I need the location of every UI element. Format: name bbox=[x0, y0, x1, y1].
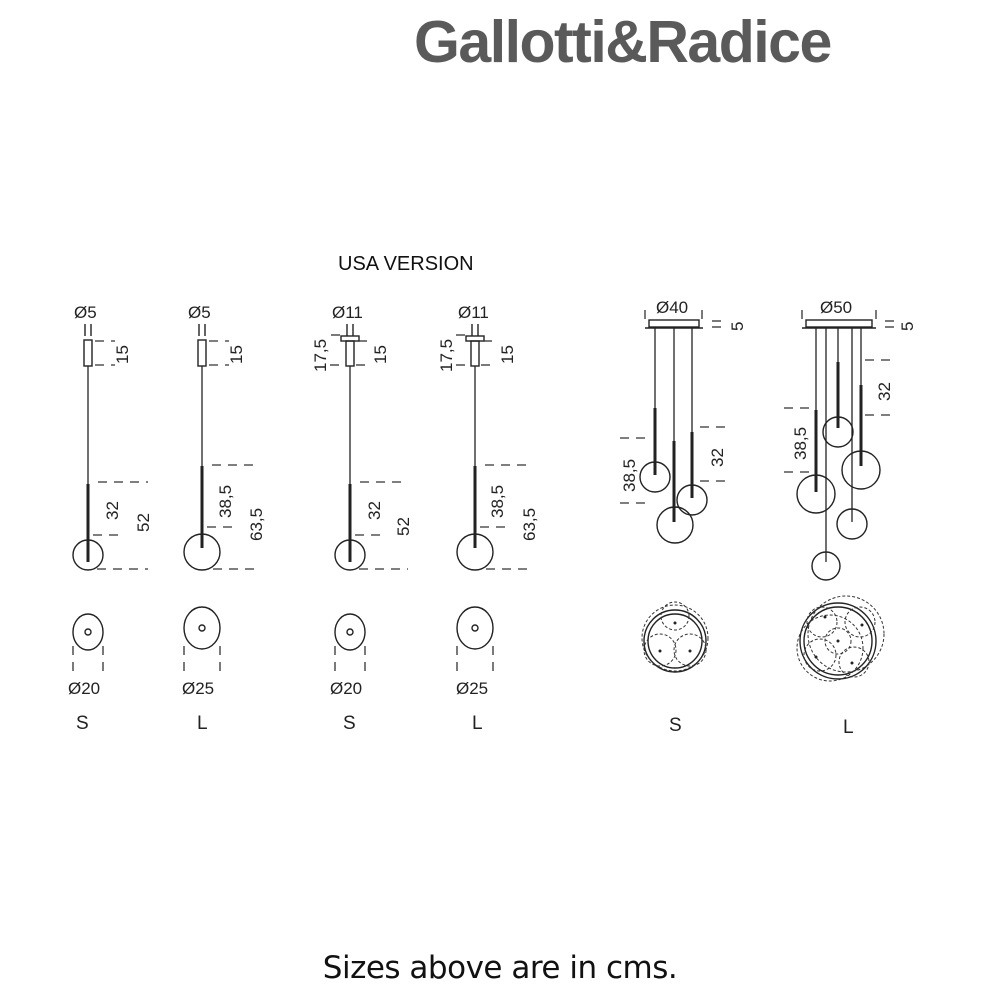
globe bbox=[183, 533, 221, 571]
brand-logo: Gallotti&Radice bbox=[414, 9, 832, 75]
globe-diameter-label: Ø25 bbox=[182, 679, 214, 698]
globe bbox=[456, 533, 494, 571]
globe bbox=[822, 416, 854, 448]
canopy bbox=[470, 340, 480, 367]
size-label: S bbox=[76, 713, 89, 734]
rod-length-label: 38,5 bbox=[791, 427, 810, 460]
canopy-diameter-label: Ø11 bbox=[458, 303, 489, 322]
canopy bbox=[805, 319, 873, 328]
globe bbox=[841, 450, 881, 490]
globe-diameter-label: Ø20 bbox=[330, 679, 362, 698]
canopy-diameter-label: Ø5 bbox=[74, 303, 97, 322]
rod-length-label: 32 bbox=[708, 448, 727, 467]
globe bbox=[639, 461, 671, 493]
canopy-height-label: 15 bbox=[113, 345, 132, 364]
total-height-label: 52 bbox=[394, 517, 413, 536]
rod-length-label: 38,5 bbox=[620, 459, 639, 492]
globe bbox=[811, 551, 841, 581]
canopy bbox=[648, 319, 700, 328]
pendant-l-large-canopy: Ø11 17,5 15 38,5 63,5 Ø25 L bbox=[437, 303, 539, 734]
total-height-label: 63,5 bbox=[520, 508, 539, 541]
size-label: S bbox=[669, 715, 682, 736]
rod-length-label: 38,5 bbox=[488, 485, 507, 518]
pendant-l-small-canopy: Ø5 15 38,5 63,5 Ø25 L bbox=[182, 303, 266, 734]
cluster-l-top-view bbox=[796, 595, 885, 682]
plate bbox=[340, 335, 360, 342]
canopy-height-label: 5 bbox=[898, 322, 917, 331]
total-height-label: 52 bbox=[134, 513, 153, 532]
canopy-height-label: 15 bbox=[498, 345, 517, 364]
canopy-diameter-label: Ø50 bbox=[820, 298, 852, 317]
drawing-title: USA VERSION bbox=[338, 253, 474, 275]
plate-height-label: 17,5 bbox=[437, 339, 456, 372]
canopy bbox=[83, 339, 93, 367]
size-label: S bbox=[343, 713, 356, 734]
pendant-s-large-canopy: Ø11 17,5 15 32 52 Ø20 S bbox=[311, 303, 413, 734]
cluster-l: Ø50 5 38,5 32 L bbox=[784, 298, 917, 738]
size-label: L bbox=[843, 717, 854, 738]
rod-length-label: 32 bbox=[103, 501, 122, 520]
rod-length-label: 32 bbox=[875, 382, 894, 401]
canopy bbox=[197, 339, 207, 367]
rod-length-label: 38,5 bbox=[216, 485, 235, 518]
size-label: L bbox=[472, 713, 483, 734]
canopy-diameter-label: Ø5 bbox=[188, 303, 211, 322]
canopy-height-label: 5 bbox=[728, 322, 747, 331]
canopy bbox=[345, 340, 355, 367]
cluster-s: Ø40 5 38,5 32 S bbox=[620, 298, 747, 736]
canopy-height-label: 15 bbox=[371, 345, 390, 364]
canopy-height-label: 15 bbox=[227, 345, 246, 364]
globe bbox=[796, 474, 836, 514]
rod-length-label: 32 bbox=[365, 501, 384, 520]
globe-diameter-label: Ø20 bbox=[68, 679, 100, 698]
globe bbox=[836, 508, 868, 540]
globe-diameter-label: Ø25 bbox=[456, 679, 488, 698]
cluster-s-top-view bbox=[641, 601, 709, 673]
canopy-diameter-label: Ø40 bbox=[656, 298, 688, 317]
globe bbox=[676, 484, 708, 516]
plate-height-label: 17,5 bbox=[311, 339, 330, 372]
pendant-s-small-canopy: Ø5 15 32 52 Ø20 S bbox=[68, 303, 153, 734]
units-note: Sizes above are in cms. bbox=[322, 950, 678, 986]
globe bbox=[656, 506, 694, 544]
total-height-label: 63,5 bbox=[247, 508, 266, 541]
globe bbox=[334, 539, 366, 571]
size-label: L bbox=[197, 713, 208, 734]
canopy-diameter-label: Ø11 bbox=[332, 303, 363, 322]
plate bbox=[465, 335, 485, 342]
globe bbox=[72, 539, 104, 571]
